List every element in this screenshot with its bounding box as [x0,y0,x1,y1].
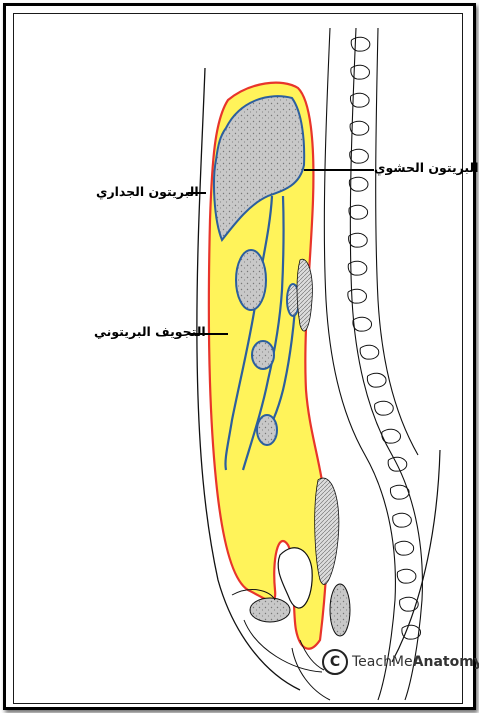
vertebra [393,513,412,527]
vertebra [349,205,368,219]
bladder [278,548,312,608]
vertebra [351,37,370,51]
vertebra [348,289,367,303]
intestine-2 [257,415,277,445]
vertebra [375,401,394,415]
vertebra [382,429,401,443]
intestine-1 [252,341,274,369]
vertebral-bodies [348,37,421,639]
vertebra [353,317,372,331]
visceral-peritoneum-label: البريتون الحشوي [374,160,479,175]
retroperitoneal-organ [297,259,312,331]
copyright-icon: C [322,649,348,675]
parietal-peritoneum-label: البريتون الجداري [96,184,199,199]
vertebra [349,177,368,191]
watermark-word1: TeachMe [352,654,413,670]
vertebra [390,485,409,499]
stomach [236,250,266,310]
vertebra [349,233,368,247]
watermark: C TeachMeAnatomyinfo [322,648,479,676]
watermark-word2: Anatomy [413,654,479,670]
vertebra [360,345,379,359]
vertebra [402,625,421,639]
rectum [315,478,339,584]
vertebra [367,373,386,387]
vertebra [395,541,414,555]
posterior-body-outline [392,450,440,662]
vertebra [397,569,416,583]
vertebra [350,121,369,135]
vertebra [350,149,369,163]
peritoneal-cavity-label: التجويف البريتوني [94,324,206,339]
